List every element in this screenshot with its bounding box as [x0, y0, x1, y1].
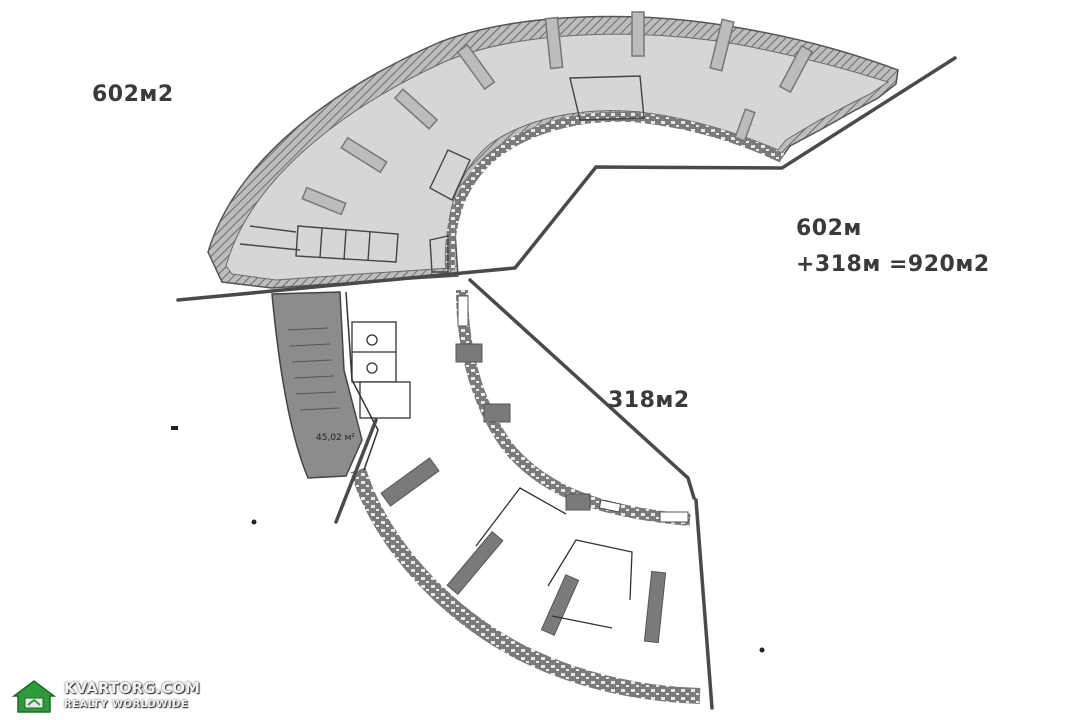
upper-area-label: 602м2 — [92, 82, 174, 107]
wc-block — [351, 321, 411, 419]
watermark-site: KVARTORG.COM — [64, 679, 200, 697]
total-area-line1: 602м — [796, 216, 862, 241]
lower-area-label: 318м2 — [608, 388, 690, 413]
stair-steps — [287, 327, 341, 411]
upper-floor-area — [225, 33, 890, 281]
lower-outer-wall — [350, 467, 701, 704]
upper-boundary-line — [176, 56, 957, 302]
total-area-line2: +318м =920м2 — [796, 252, 990, 277]
house-logo-icon — [11, 680, 57, 713]
stairwell — [271, 291, 363, 479]
upper-small-rooms — [239, 75, 645, 273]
upper-partitions — [301, 11, 814, 216]
lower-building-section: 45,02 м² — [171, 289, 765, 704]
lower-windows — [457, 295, 689, 523]
diagonal-boundary-line — [468, 278, 696, 500]
plan-marks — [171, 426, 765, 653]
lower-partitions — [380, 343, 667, 644]
lower-corridor-edge — [345, 291, 379, 471]
boundary-lines — [176, 56, 957, 710]
lower-room-lines — [475, 487, 633, 629]
watermark-tagline: REALTY WORLDWIDE — [64, 699, 189, 710]
room-area-label: 45,02 м² — [316, 433, 355, 443]
right-boundary-line — [694, 498, 714, 710]
left-boundary-line — [334, 418, 378, 524]
upper-building-section — [207, 11, 899, 289]
upper-courtyard-wall — [444, 111, 785, 271]
